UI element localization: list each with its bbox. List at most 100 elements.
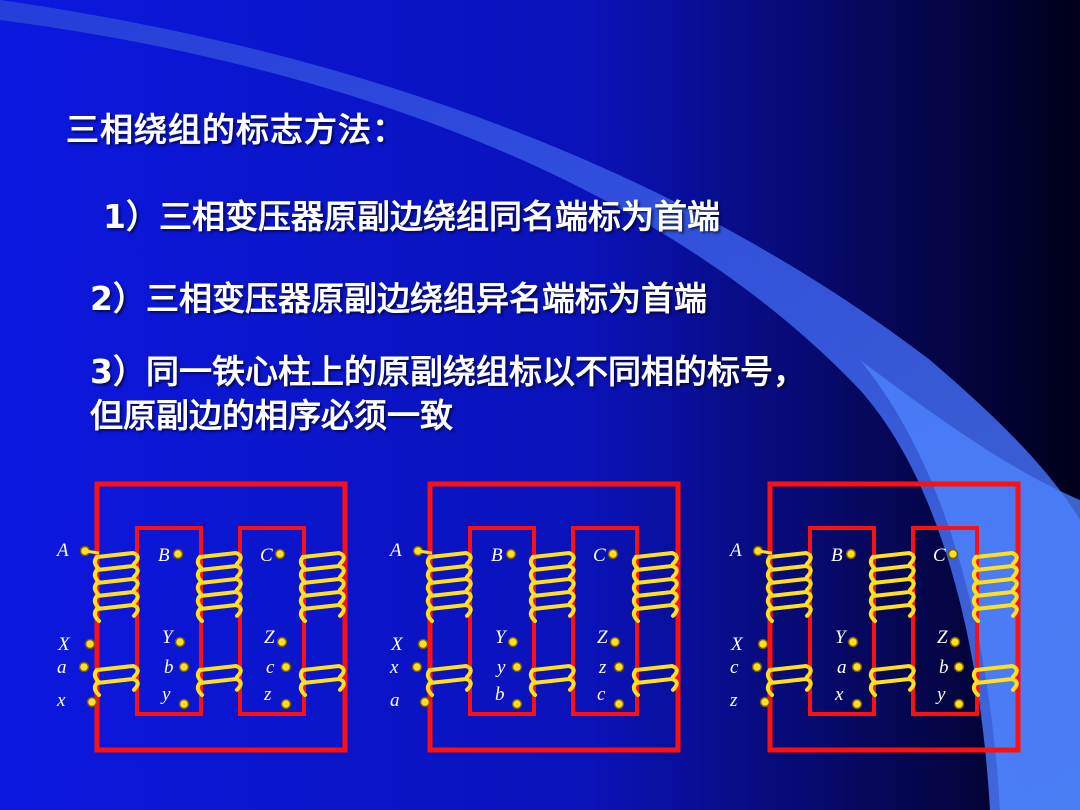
terminal-X <box>757 638 769 650</box>
label-primary-bottom-2: Y <box>835 627 848 648</box>
primary-coil-2 <box>868 550 916 623</box>
label-secondary-top-3: z <box>598 657 607 678</box>
secondary-coil-2 <box>195 663 243 697</box>
label-secondary-top-1: a <box>57 657 67 678</box>
label-secondary-top-1: x <box>389 657 399 678</box>
terminal-z <box>613 661 625 673</box>
rule-item-3-line-2: 但原副边的相序必须一致 <box>90 396 453 435</box>
label-primary-bottom-1: X <box>730 634 744 655</box>
terminal-B <box>845 548 857 560</box>
rule-item-3: 3）同一铁心柱上的原副绕组标以不同相的标号， 但原副边的相序必须一致 <box>90 350 806 438</box>
terminal-x <box>411 661 423 673</box>
terminal-C <box>947 548 959 560</box>
primary-coil-3 <box>631 550 679 623</box>
rule-item-2: 2）三相变压器原副边绕组异名端标为首端 <box>90 279 707 318</box>
label-primary-bottom-2: Y <box>162 627 175 648</box>
terminal-c <box>613 698 625 710</box>
primary-coil-3 <box>971 550 1019 623</box>
label-primary-top-1: A <box>55 540 69 561</box>
terminal-Y <box>847 636 859 648</box>
label-secondary-bottom-3: y <box>935 684 946 705</box>
label-primary-bottom-3: Z <box>597 627 608 648</box>
terminal-x <box>851 698 863 710</box>
terminal-Z <box>949 636 961 648</box>
label-primary-top-3: C <box>593 545 606 566</box>
light-beam-highlight <box>860 360 1080 810</box>
terminal-z <box>759 696 771 708</box>
label-secondary-bottom-3: c <box>597 684 606 705</box>
secondary-coil-3 <box>298 663 346 697</box>
primary-coil-3 <box>298 550 346 623</box>
rule-item-1: 1）三相变压器原副边绕组同名端标为首端 <box>103 197 720 236</box>
terminal-y <box>178 698 190 710</box>
terminal-a <box>419 696 431 708</box>
terminal-b <box>953 661 965 673</box>
secondary-coil-1 <box>765 663 813 697</box>
terminal-C <box>274 548 286 560</box>
label-secondary-top-2: y <box>495 657 506 678</box>
terminal-b <box>511 698 523 710</box>
transformer-diagram-1: A Xax B Yby C Zcz <box>55 481 348 753</box>
terminal-y <box>953 698 965 710</box>
label-primary-top-3: C <box>933 545 946 566</box>
primary-coil-2 <box>195 550 243 623</box>
label-secondary-top-1: c <box>730 657 739 678</box>
label-primary-bottom-3: Z <box>264 627 275 648</box>
primary-coil-1 <box>765 550 813 623</box>
label-primary-top-2: B <box>158 545 170 566</box>
slide-title: 三相绕组的标志方法： <box>66 110 406 149</box>
terminal-B <box>172 548 184 560</box>
label-secondary-bottom-1: x <box>56 690 66 711</box>
rule-item-3-line-1: 3）同一铁心柱上的原副绕组标以不同相的标号， <box>90 352 806 391</box>
secondary-coil-3 <box>971 663 1019 697</box>
primary-coil-2 <box>528 550 576 623</box>
terminal-x <box>86 696 98 708</box>
primary-coil-1 <box>92 550 140 623</box>
secondary-coil-3 <box>631 663 679 697</box>
label-primary-top-2: B <box>491 545 503 566</box>
terminal-z <box>280 698 292 710</box>
terminal-Y <box>507 636 519 648</box>
secondary-coil-2 <box>868 663 916 697</box>
label-secondary-top-3: b <box>939 657 949 678</box>
label-secondary-top-3: c <box>266 657 275 678</box>
terminal-y <box>511 661 523 673</box>
label-secondary-bottom-2: x <box>834 684 844 705</box>
terminal-X <box>84 638 96 650</box>
secondary-coil-1 <box>92 663 140 697</box>
terminal-C <box>607 548 619 560</box>
label-secondary-bottom-3: z <box>263 684 272 705</box>
label-primary-top-2: B <box>831 545 843 566</box>
secondary-coil-2 <box>528 663 576 697</box>
secondary-coil-1 <box>425 663 473 697</box>
terminal-a <box>78 661 90 673</box>
label-primary-top-1: A <box>728 540 742 561</box>
label-secondary-bottom-1: z <box>729 690 738 711</box>
primary-coil-1 <box>425 550 473 623</box>
label-primary-top-3: C <box>260 545 273 566</box>
terminal-c <box>280 661 292 673</box>
terminal-B <box>505 548 517 560</box>
transformer-diagram-2: A Xxa B Yyb C Zzc <box>388 481 681 753</box>
label-secondary-top-2: a <box>837 657 847 678</box>
terminal-Z <box>276 636 288 648</box>
terminal-Z <box>609 636 621 648</box>
label-secondary-bottom-1: a <box>390 690 400 711</box>
terminal-a <box>851 661 863 673</box>
transformer-diagram-3: A Xcz B Yax C Zby <box>728 481 1021 753</box>
terminal-X <box>417 638 429 650</box>
label-primary-bottom-2: Y <box>495 627 508 648</box>
terminal-b <box>178 661 190 673</box>
label-primary-top-1: A <box>388 540 402 561</box>
terminal-Y <box>174 636 186 648</box>
label-primary-bottom-3: Z <box>937 627 948 648</box>
label-secondary-top-2: b <box>164 657 174 678</box>
label-primary-bottom-1: X <box>57 634 71 655</box>
label-primary-bottom-1: X <box>390 634 404 655</box>
label-secondary-bottom-2: y <box>160 684 171 705</box>
terminal-c <box>751 661 763 673</box>
label-secondary-bottom-2: b <box>495 684 505 705</box>
